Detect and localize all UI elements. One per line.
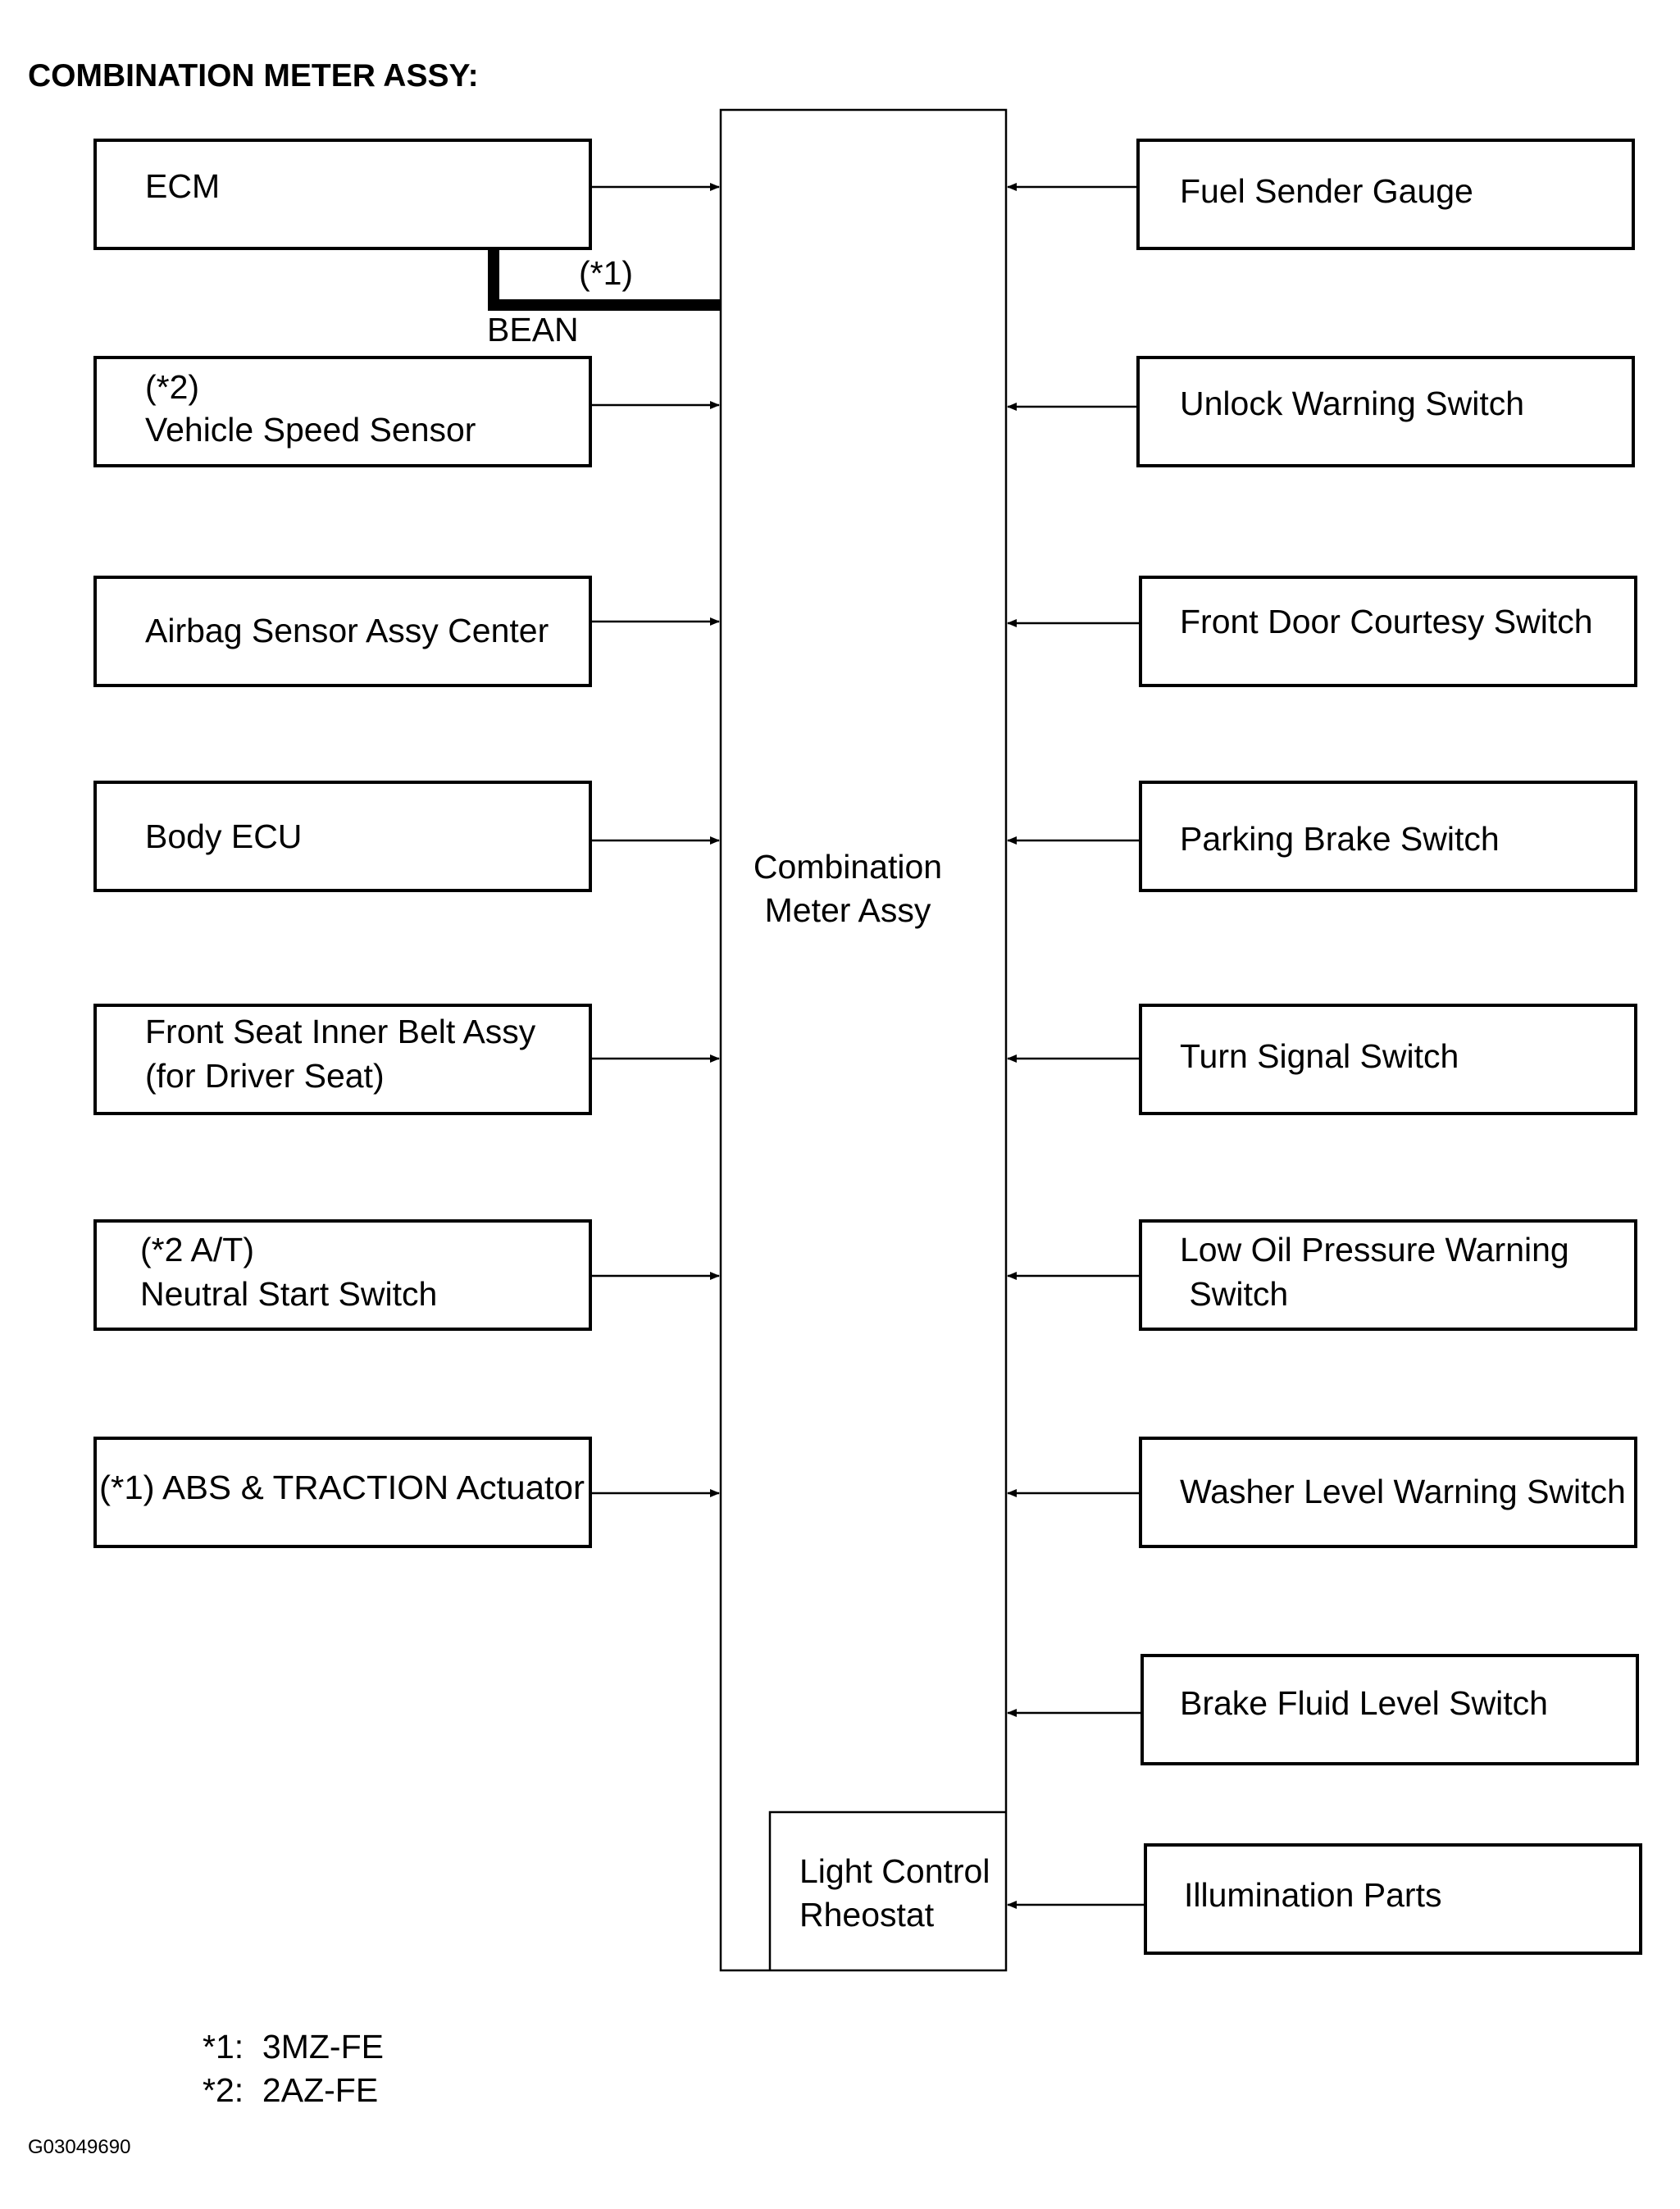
abs-traction-label: (*1) ABS & TRACTION Actuator [99, 1469, 585, 1506]
left-block-front-seat-belt: Front Seat Inner Belt Assy (for Driver S… [93, 1004, 720, 1115]
left-block-ecm-label: ECM [145, 167, 220, 205]
illumination-parts-label: Illumination Parts [1184, 1876, 1441, 1914]
combination-meter-label-line2: Meter Assy [765, 891, 931, 929]
right-block-unlock-warning-switch: Unlock Warning Switch [1007, 356, 1635, 467]
neutral-start-switch-tag: (*2 A/T) [140, 1231, 254, 1268]
airbag-sensor-label: Airbag Sensor Assy Center [145, 612, 549, 649]
parking-brake-switch-label: Parking Brake Switch [1180, 820, 1500, 858]
front-door-courtesy-switch-label: Front Door Courtesy Switch [1180, 603, 1593, 640]
vehicle-speed-sensor-label: Vehicle Speed Sensor [145, 411, 476, 449]
left-block-vehicle-speed-sensor: (*2) Vehicle Speed Sensor [93, 356, 720, 467]
brake-fluid-level-switch-label: Brake Fluid Level Switch [1180, 1684, 1548, 1722]
turn-signal-switch-label: Turn Signal Switch [1180, 1037, 1459, 1075]
fuel-sender-gauge-label: Fuel Sender Gauge [1180, 172, 1473, 210]
right-block-parking-brake-switch: Parking Brake Switch [1007, 781, 1637, 892]
light-control-rheostat-box [768, 1810, 1006, 1970]
right-block-turn-signal-switch: Turn Signal Switch [1007, 1004, 1637, 1115]
low-oil-pressure-label-line1: Low Oil Pressure Warning [1180, 1231, 1569, 1268]
right-block-front-door-courtesy-switch: Front Door Courtesy Switch [1007, 576, 1637, 687]
bean-bus-line [488, 248, 721, 311]
right-block-fuel-sender-gauge: Fuel Sender Gauge [1007, 139, 1635, 250]
bean-label: BEAN [487, 311, 579, 348]
low-oil-pressure-label-line2: Switch [1180, 1275, 1288, 1313]
combination-meter-box [719, 108, 1008, 1972]
right-block-low-oil-pressure-switch: Low Oil Pressure Warning Switch [1007, 1219, 1637, 1331]
left-block-body-ecu: Body ECU [93, 781, 720, 892]
vehicle-speed-sensor-tag: (*2) [145, 368, 199, 406]
body-ecu-label: Body ECU [145, 818, 302, 855]
figure-id: G03049690 [28, 2136, 130, 2158]
rheostat-label-line2: Rheostat [799, 1896, 935, 1933]
right-block-illumination-parts: Illumination Parts [1007, 1843, 1642, 1955]
left-block-abs-traction: (*1) ABS & TRACTION Actuator [93, 1437, 720, 1548]
unlock-warning-switch-label: Unlock Warning Switch [1180, 385, 1524, 422]
footnote-2: *2: 2AZ-FE [203, 2071, 378, 2109]
left-block-airbag-sensor: Airbag Sensor Assy Center [93, 576, 720, 687]
right-block-washer-level-warning-switch: Washer Level Warning Switch [1007, 1437, 1637, 1548]
right-block-brake-fluid-level-switch: Brake Fluid Level Switch [1007, 1654, 1639, 1765]
rheostat-label-line1: Light Control [799, 1852, 990, 1890]
bean-tag: (*1) [579, 254, 633, 292]
combination-meter-label-line1: Combination [753, 848, 942, 886]
left-block-ecm: ECM [93, 139, 720, 250]
neutral-start-switch-label: Neutral Start Switch [140, 1275, 437, 1313]
front-seat-belt-label-line2: (for Driver Seat) [145, 1057, 385, 1095]
left-block-neutral-start-switch: (*2 A/T) Neutral Start Switch [93, 1219, 720, 1331]
footnote-1: *1: 3MZ-FE [203, 2028, 384, 2066]
washer-level-warning-switch-label: Washer Level Warning Switch [1180, 1473, 1626, 1510]
front-seat-belt-label-line1: Front Seat Inner Belt Assy [145, 1013, 536, 1050]
page-title: COMBINATION METER ASSY: [28, 58, 479, 93]
